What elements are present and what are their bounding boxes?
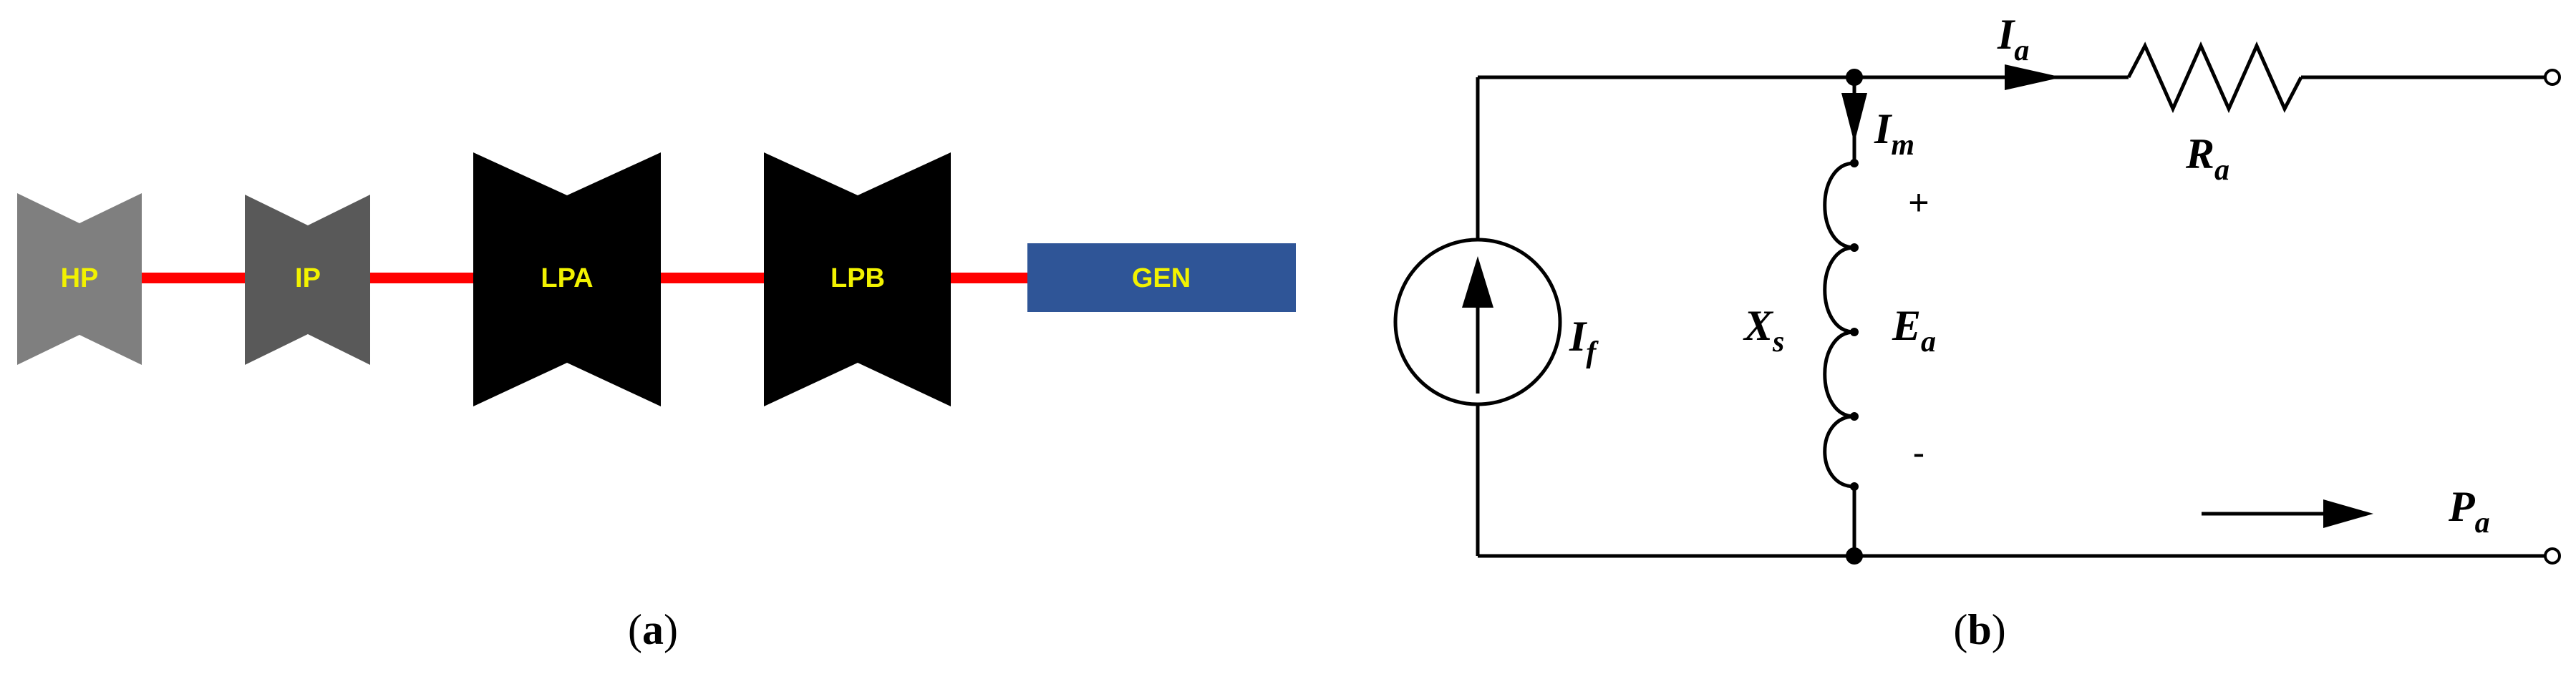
junction-top	[1846, 69, 1863, 86]
coil-dot	[1850, 243, 1859, 252]
generator-block	[1027, 243, 1296, 312]
hp-turbine-shape	[17, 193, 142, 365]
label-xs: Xs	[1743, 302, 1784, 358]
minus-sign: -	[1913, 433, 1925, 473]
shaft-segment	[951, 273, 1027, 283]
caption-a: (a)	[628, 606, 678, 653]
label-ra: Ra	[2185, 130, 2229, 187]
junction-bottom	[1846, 547, 1863, 565]
lpb-turbine-shape	[764, 152, 951, 406]
lpb-label: LPB	[831, 263, 885, 293]
coil-dot	[1850, 328, 1859, 336]
label-if: If	[1569, 313, 1599, 369]
current-source-arrowhead	[1462, 256, 1493, 308]
resistor-ra	[2126, 41, 2303, 114]
im-arrowhead	[1841, 93, 1867, 143]
inductor-xs	[1823, 161, 1855, 489]
caption-b: (b)	[1953, 606, 2005, 653]
current-source	[1393, 238, 1562, 406]
ip-turbine-shape	[245, 195, 370, 365]
panel-a: HP IP LPA LPB GEN (a)	[14, 152, 1296, 653]
plus-sign: +	[1908, 182, 1929, 223]
lpa-turbine-shape	[473, 152, 661, 406]
shaft-segment	[661, 273, 764, 283]
hp-label: HP	[61, 263, 99, 293]
label-pa: Pa	[2448, 483, 2490, 539]
panel-b-fills	[1462, 64, 2373, 565]
pa-arrowhead	[2323, 499, 2373, 528]
terminal-bottom	[2544, 547, 2561, 565]
ip-label: IP	[295, 263, 321, 293]
label-im: Im	[1874, 105, 1914, 162]
shaft-segment	[142, 273, 249, 283]
lpa-label: LPA	[541, 263, 593, 293]
panel-b	[1393, 41, 2545, 558]
terminals	[2544, 69, 2561, 565]
ia-arrowhead	[2005, 64, 2062, 90]
coil-dot	[1850, 412, 1859, 421]
shaft-segment	[370, 273, 473, 283]
terminal-top	[2544, 69, 2561, 86]
label-ia: Ia	[1997, 11, 2029, 67]
label-ea: Ea	[1892, 302, 1936, 358]
coil-dot	[1850, 159, 1859, 167]
circuit-labels: If Ia Im Ra Xs Ea Pa + - (b)	[1569, 11, 2490, 653]
gen-label: GEN	[1132, 263, 1191, 293]
coil-dot	[1850, 482, 1859, 491]
